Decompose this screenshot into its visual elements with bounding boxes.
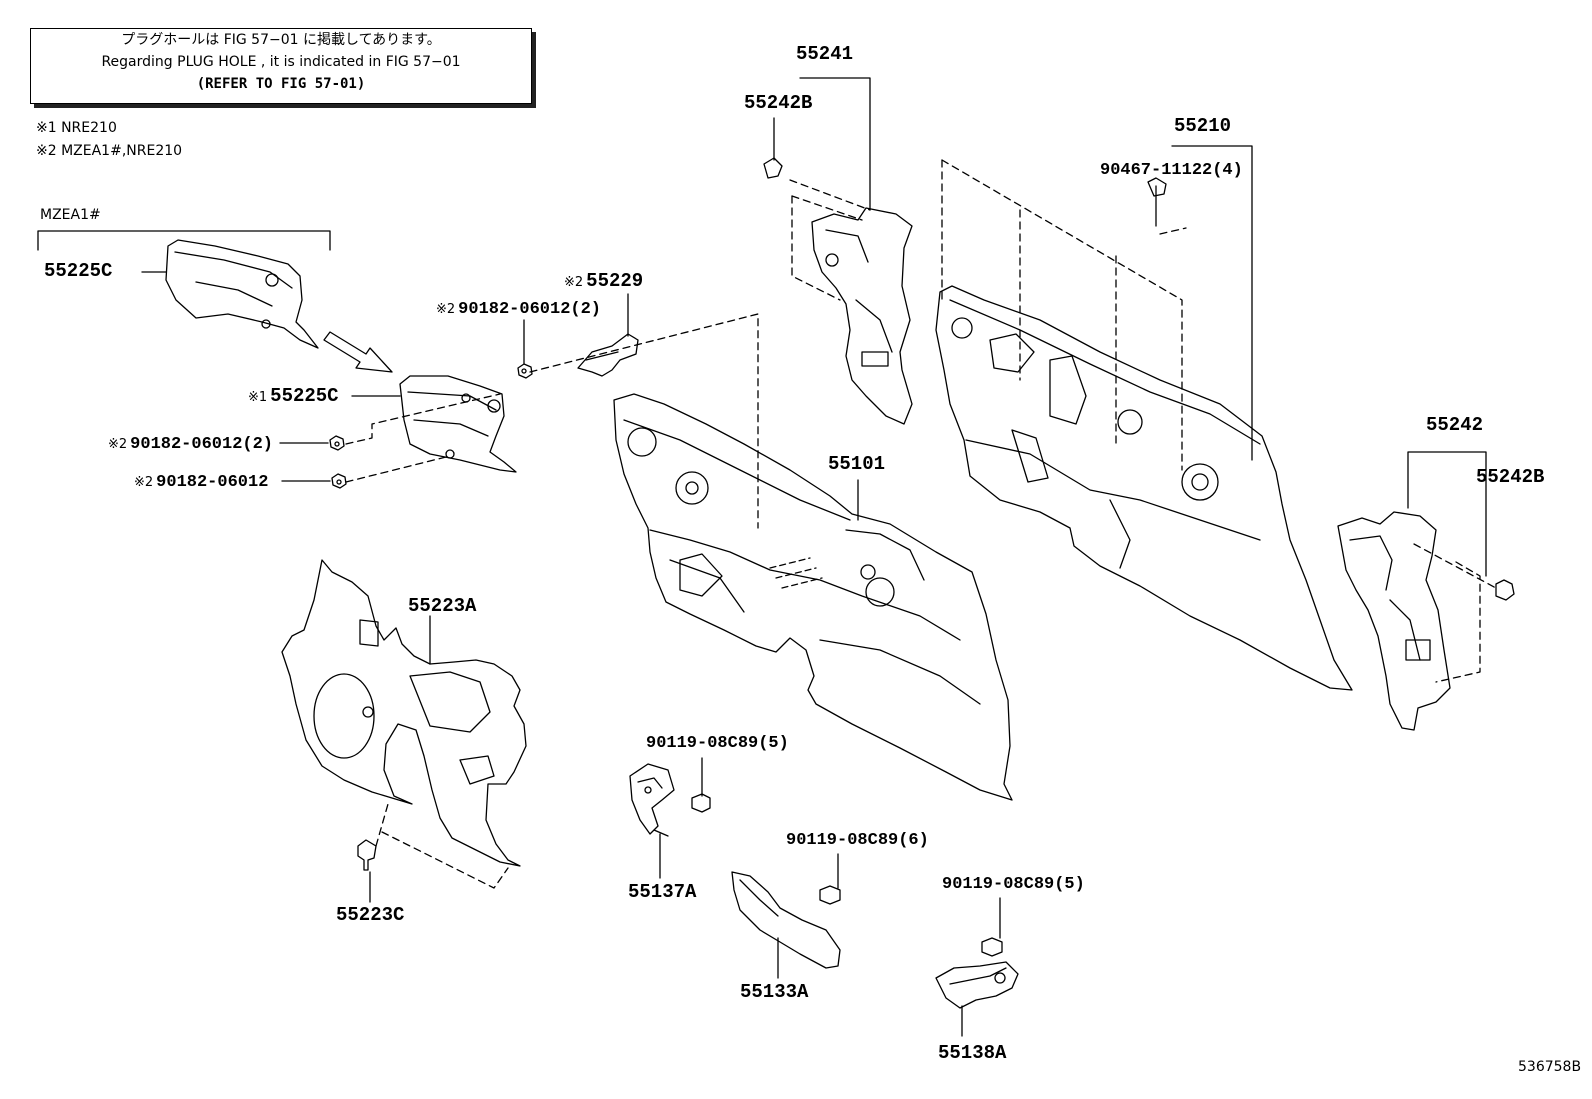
leaders-55210 bbox=[1155, 145, 1253, 461]
part-55137a bbox=[629, 757, 711, 879]
callout-90119-08c89-5-left[interactable]: 90119-08C89(5) bbox=[646, 734, 789, 753]
callout-55225c-lower[interactable]: 55225C bbox=[270, 385, 339, 407]
part-55210 bbox=[935, 177, 1353, 691]
leaders-55241 bbox=[773, 77, 871, 211]
dashed-leaders-left bbox=[345, 313, 759, 529]
group-bracket bbox=[37, 230, 331, 251]
callout-55225c-upper[interactable]: 55225C bbox=[44, 260, 113, 282]
nuts bbox=[279, 319, 533, 489]
part-55223a bbox=[281, 559, 527, 871]
reference-note-box: プラグホールは FIG 57−01 に掲載してあります。 Regarding P… bbox=[30, 28, 532, 104]
callout-90467-11122[interactable]: 90467-11122(4) bbox=[1100, 161, 1243, 180]
part-55225c-upper bbox=[141, 239, 319, 349]
callout-55242b-left[interactable]: 55242B bbox=[744, 92, 813, 114]
figure-id: 536758B bbox=[1518, 1059, 1582, 1075]
legend-m1: ※1 NRE210 bbox=[36, 120, 117, 136]
callout-55242[interactable]: 55242 bbox=[1426, 414, 1484, 436]
direction-arrow bbox=[323, 331, 393, 373]
note-refer-link[interactable]: (REFER TO FIG 57-01) bbox=[196, 76, 366, 92]
callout-90182-06012-2-mid[interactable]: 90182-06012(2) bbox=[130, 435, 273, 454]
mark-m2: ※2 bbox=[134, 475, 154, 490]
dashed-leaders-55241 bbox=[789, 179, 871, 301]
note-japanese: プラグホールは FIG 57−01 に掲載してあります。 bbox=[121, 32, 441, 48]
callout-55138a[interactable]: 55138A bbox=[938, 1042, 1007, 1064]
callout-90119-08c89-5-right[interactable]: 90119-08C89(5) bbox=[942, 875, 1085, 894]
callout-90119-08c89-6[interactable]: 90119-08C89(6) bbox=[786, 831, 929, 850]
part-55101 bbox=[613, 393, 1013, 801]
callout-55137a[interactable]: 55137A bbox=[628, 881, 697, 903]
legend-m2: ※2 MZEA1#,NRE210 bbox=[36, 143, 183, 159]
callout-55229[interactable]: 55229 bbox=[586, 270, 644, 292]
mark-m1: ※1 bbox=[248, 390, 268, 405]
note-english: Regarding PLUG HOLE , it is indicated in… bbox=[101, 54, 461, 70]
callout-55223c[interactable]: 55223C bbox=[336, 904, 405, 926]
part-55242 bbox=[1337, 511, 1515, 731]
dashed-leaders-55242 bbox=[1413, 543, 1497, 683]
leaders-55242 bbox=[1407, 451, 1487, 577]
callout-90182-06012-2-upper[interactable]: 90182-06012(2) bbox=[458, 300, 601, 319]
part-55241 bbox=[763, 157, 913, 425]
callout-55242b-right[interactable]: 55242B bbox=[1476, 466, 1545, 488]
leaders-55223 bbox=[369, 615, 431, 903]
mark-m2: ※2 bbox=[108, 437, 128, 452]
callout-55241[interactable]: 55241 bbox=[796, 43, 854, 65]
part-55133a bbox=[731, 853, 841, 979]
part-55229 bbox=[577, 293, 639, 377]
callout-55101[interactable]: 55101 bbox=[828, 453, 886, 475]
part-55138a bbox=[935, 897, 1019, 1037]
dashed-leaders-55223 bbox=[375, 803, 509, 889]
part-55225c-lower bbox=[351, 375, 517, 473]
callout-55210[interactable]: 55210 bbox=[1174, 115, 1232, 137]
group-label-mzea1: MZEA1# bbox=[40, 207, 101, 223]
mark-m2: ※2 bbox=[564, 275, 584, 290]
dashed-leaders-55210 bbox=[941, 159, 1187, 471]
callout-90182-06012[interactable]: 90182-06012 bbox=[156, 473, 269, 492]
callout-55133a[interactable]: 55133A bbox=[740, 981, 809, 1003]
callout-55223a[interactable]: 55223A bbox=[408, 595, 477, 617]
mark-m2: ※2 bbox=[436, 302, 456, 317]
